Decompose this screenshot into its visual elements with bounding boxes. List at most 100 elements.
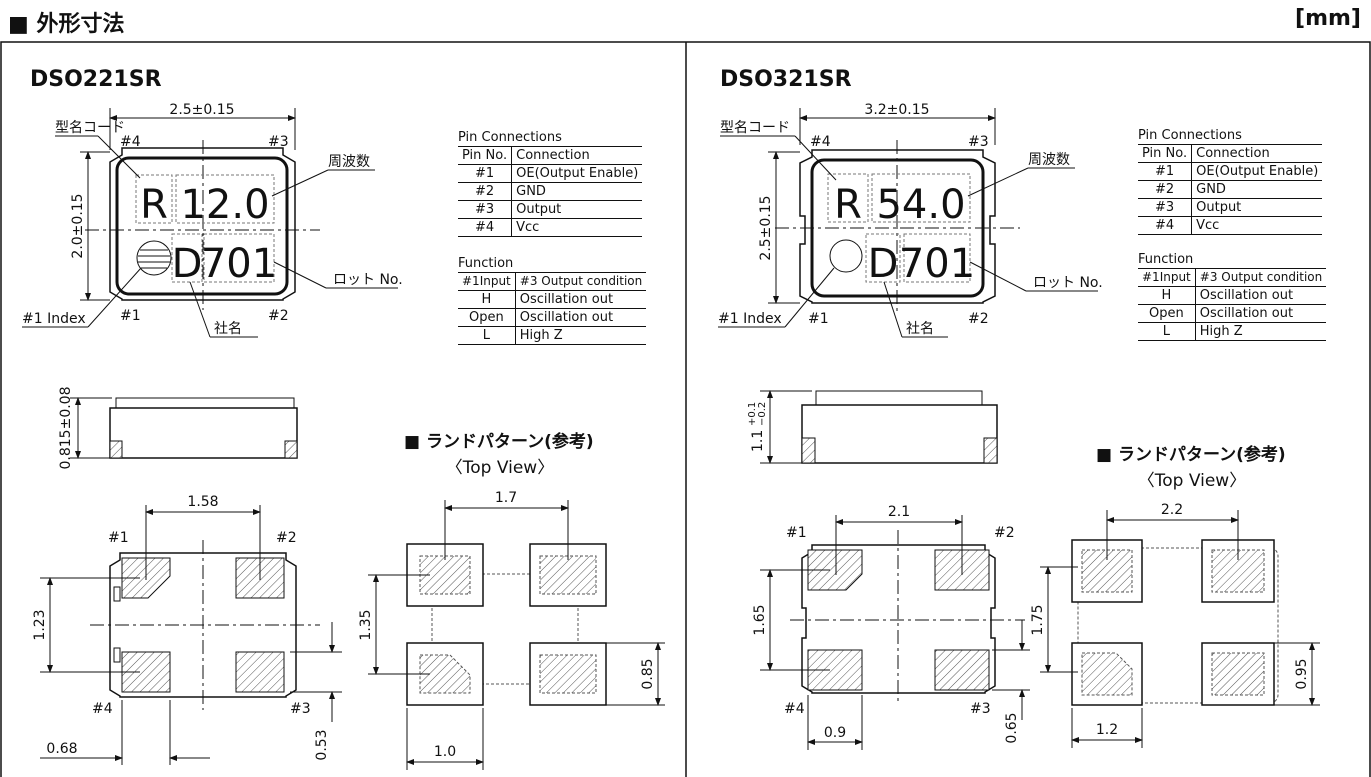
table-cell: OE(Output Enable)	[1191, 162, 1323, 181]
land-pitch-x: 1.7	[495, 490, 517, 506]
table-cell: H	[458, 290, 516, 309]
land-pitch-y: 1.35	[358, 609, 374, 640]
lot-label: ロット No.	[333, 272, 403, 288]
table-cell: Oscillation out	[515, 308, 647, 327]
table-cell: #3	[458, 200, 513, 219]
table-cell: Output	[511, 200, 643, 219]
pin4-label: #4	[810, 134, 831, 150]
pin1-label: #1	[808, 311, 829, 327]
width-dim: 2.5±0.15	[169, 102, 234, 118]
table-caption: Function	[1138, 252, 1194, 267]
panel-dso321sr: DSO321SR 3.2±0.15 2.5±0.15 R 54.0 D 701 …	[718, 67, 1320, 750]
table-cell: #4	[1138, 216, 1193, 235]
marking-d: D	[172, 241, 203, 287]
pad-h-dim: 0.53	[314, 729, 330, 760]
company-label: 社名	[906, 321, 934, 337]
table-cell: H	[1138, 286, 1196, 305]
model-title: DSO221SR	[30, 67, 162, 92]
side-tol-plus: +0.1	[747, 402, 758, 426]
land-pitch-x: 2.2	[1161, 502, 1183, 518]
table-cell: Open	[458, 308, 516, 327]
table-cell: L	[1138, 322, 1196, 341]
page-title: ■ 外形寸法	[8, 12, 125, 37]
land-subtitle: 〈Top View〉	[1138, 471, 1246, 491]
table-cell: High Z	[1195, 322, 1327, 341]
bottom-view: 1.58 1.23 0.53 0.68 #1 #2 #3 #4	[32, 494, 342, 765]
table-caption: Pin Connections	[1138, 128, 1242, 143]
pad-w-dim: 0.9	[824, 725, 846, 741]
land-title: ■ ランドパターン(参考)	[1096, 444, 1286, 465]
pitch-y-dim: 1.65	[752, 604, 768, 635]
table-cell: GND	[1191, 180, 1323, 199]
panel-dso221sr: DSO221SR 2.5±0.15 2.0±0.15 R 12.0 D 701	[22, 67, 665, 770]
land-pattern: ■ ランドパターン(参考) 〈Top View〉 2.2 1.75 0.95	[1030, 444, 1320, 748]
pad-h-dim: 0.65	[1004, 712, 1020, 743]
height-dim: 2.5±0.15	[758, 195, 774, 260]
bottom-pin3: #3	[290, 701, 311, 717]
table-cell: Open	[1138, 304, 1196, 323]
table-cell: #2	[458, 182, 513, 201]
pin4-label: #4	[120, 134, 141, 150]
table-header: Pin No.	[1138, 144, 1193, 163]
land-pad-h: 0.95	[1294, 658, 1310, 689]
company-label: 社名	[214, 321, 242, 337]
index-mark-icon	[829, 239, 863, 273]
marking-r: R	[834, 182, 862, 228]
land-pad-w: 1.0	[434, 744, 456, 760]
side-height-dim: 0.815±0.08	[58, 387, 74, 470]
table-cell: L	[458, 326, 516, 345]
pin2-label: #2	[268, 308, 289, 324]
table-cell: Oscillation out	[1195, 286, 1327, 305]
index-mark-icon	[136, 240, 172, 276]
bottom-pin2: #2	[994, 525, 1015, 541]
index-label: #1 Index	[718, 311, 782, 327]
table-cell: Vcc	[511, 218, 643, 237]
table-cell: #1	[458, 164, 513, 183]
land-subtitle: 〈Top View〉	[446, 458, 554, 478]
table-header: Connection	[1191, 144, 1323, 163]
table-caption: Pin Connections	[458, 130, 562, 145]
model-code-label: 型名コード	[720, 120, 790, 136]
table-header: #3 Output condition	[515, 272, 647, 291]
index-label: #1 Index	[22, 311, 86, 327]
pin3-label: #3	[268, 134, 289, 150]
land-pad-w: 1.2	[1096, 722, 1118, 738]
height-dim: 2.0±0.15	[70, 193, 86, 258]
table-header: #3 Output condition	[1195, 268, 1327, 287]
bottom-pin2: #2	[276, 530, 297, 546]
pitch-x-dim: 1.58	[187, 494, 218, 510]
marking-freq: 12.0	[180, 182, 269, 228]
table-cell: High Z	[515, 326, 647, 345]
frequency-label: 周波数	[1028, 152, 1070, 168]
bottom-pin4: #4	[92, 701, 113, 717]
table-cell: Vcc	[1191, 216, 1323, 235]
frequency-label: 周波数	[328, 154, 370, 170]
table-cell: #4	[458, 218, 513, 237]
table-header: #1Input	[1138, 268, 1196, 287]
model-code-label: 型名コード	[55, 120, 125, 136]
table-cell: Oscillation out	[515, 290, 647, 309]
pitch-x-dim: 2.1	[888, 504, 910, 520]
table-caption: Function	[458, 256, 514, 271]
pin1-label: #1	[120, 308, 141, 324]
table-cell: GND	[511, 182, 643, 201]
top-view: 2.5±0.15 2.0±0.15 R 12.0 D 701	[22, 102, 403, 338]
table-header: Connection	[511, 146, 643, 165]
marking-r: R	[140, 182, 168, 228]
side-view: 1.1 +0.1 −0.2	[747, 390, 998, 464]
bottom-pin1: #1	[786, 525, 807, 541]
